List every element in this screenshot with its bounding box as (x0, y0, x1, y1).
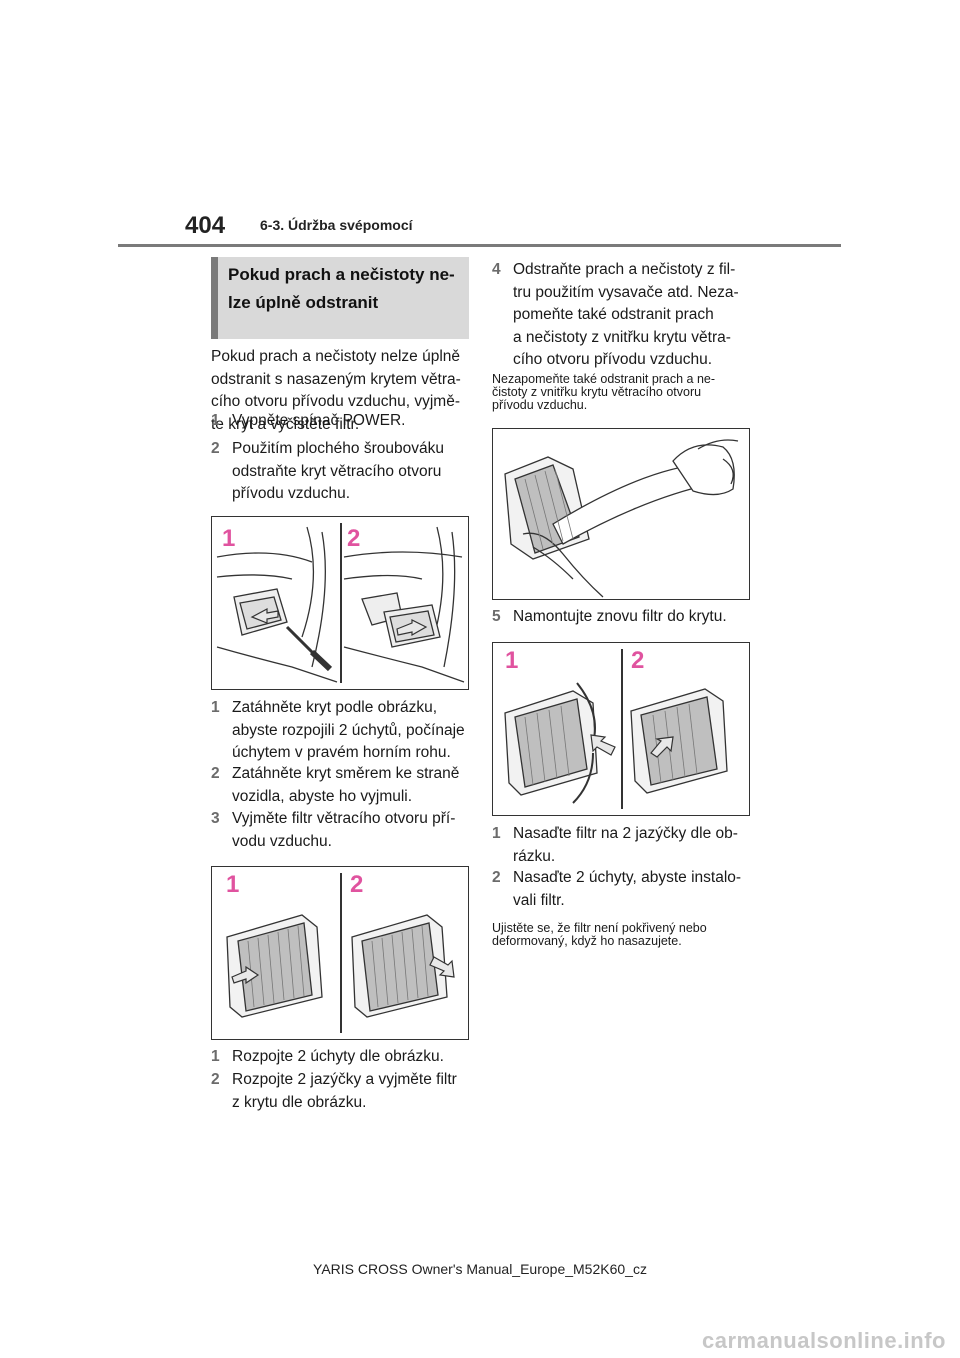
note-text: Ujistěte se, že filtr není pokřivený neb… (492, 922, 754, 948)
step-line: a nečistoty z vnitřku krytu větra- (513, 328, 731, 346)
step-number: 1 (211, 699, 220, 716)
filter-removal-illustration (226, 914, 455, 1018)
step-number: 4 (492, 261, 501, 278)
note-line: deformovaný, když ho nasazujete. (492, 934, 682, 948)
step-item: 1 Vypněte spínač POWER. (211, 410, 471, 433)
step-item: 1 Nasaďte filtr na 2 jazýčky dle ob- ráz… (492, 823, 754, 868)
step-line: Zatáhněte kryt směrem ke straně (232, 765, 460, 782)
step-line: vali filtr. (513, 891, 565, 909)
watermark: carmanualsonline.info (702, 1328, 946, 1353)
header-rule (118, 244, 841, 247)
figure-vacuum-cleaning (492, 428, 750, 600)
step-item: 4 Odstraňte prach a nečistoty z fil- tru… (492, 259, 754, 372)
step-line: cího otvoru přívodu vzduchu. (513, 351, 713, 368)
step-number: 3 (211, 810, 220, 827)
step-number: 2 (492, 869, 501, 886)
step-line: odstraňte kryt větracího otvoru (232, 462, 442, 480)
step-number: 5 (492, 608, 501, 625)
step-line: rázku. (513, 847, 556, 865)
figure-label-2: 2 (350, 871, 364, 898)
step-line: Namontujte znovu filtr do krytu. (513, 608, 727, 625)
heading-line-1: Pokud prach a nečistoty ne- (228, 265, 455, 284)
step-line: Nasaďte filtr na 2 jazýčky dle ob- (513, 825, 738, 842)
note-text: Nezapomeňte také odstranit prach a ne- č… (492, 373, 754, 412)
step-line: abyste rozpojili 2 úchytů, počínaje (232, 721, 465, 739)
filter-installation-illustration (504, 682, 728, 804)
figure-label-2: 2 (631, 647, 645, 674)
figure-label-1: 1 (226, 871, 240, 898)
note-line: přívodu vzduchu. (492, 398, 588, 412)
step-line: Vyjměte filtr větracího otvoru pří- (232, 810, 456, 827)
figure-filter-installation: 1 2 (492, 642, 750, 816)
step-item: 3 Vyjměte filtr větracího otvoru pří- vo… (211, 808, 473, 853)
step-number: 2 (211, 1071, 220, 1088)
step-number: 2 (211, 440, 220, 457)
section-title: 6-3. Údržba svépomocí (260, 217, 413, 233)
step-line: úchytem v pravém horním rohu. (232, 744, 451, 761)
step-line: Rozpojte 2 úchyty dle obrázku. (232, 1048, 444, 1065)
intro-paragraph: Pokud prach a nečistoty nelze úplně odst… (211, 346, 471, 436)
step-line: vozidla, abyste ho vyjmuli. (232, 787, 413, 805)
step-item: 2 Použitím plochého šroubováku odstraňte… (211, 438, 471, 506)
step-line: Zatáhněte kryt podle obrázku, (232, 699, 438, 716)
figure-cover-removal: 1 2 (211, 516, 469, 690)
cover-removal-illustration (216, 526, 465, 683)
step-line: přívodu vzduchu. (232, 485, 351, 502)
step-line: tru použitím vysavače atd. Neza- (513, 283, 739, 301)
figure-divider (621, 649, 623, 809)
section-heading-box: Pokud prach a nečistoty ne- lze úplně od… (211, 257, 469, 339)
figure-label-2: 2 (347, 525, 361, 552)
figure-filter-removal: 1 2 (211, 866, 469, 1040)
heading-line-2: lze úplně odstranit (228, 293, 379, 312)
step-line: Nasaďte 2 úchyty, abyste instalo- (513, 869, 742, 886)
step-line: z krytu dle obrázku. (232, 1093, 367, 1111)
step-line: Odstraňte prach a nečistoty z fil- (513, 261, 736, 278)
step-number: 2 (211, 765, 220, 782)
figure-label-1: 1 (505, 647, 519, 674)
vacuum-cleaning-illustration (504, 439, 739, 598)
note-line: Ujistěte se, že filtr není pokřivený neb… (492, 921, 707, 935)
step-line: Rozpojte 2 jazýčky a vyjměte filtr (232, 1071, 457, 1088)
intro-line: cího otvoru přívodu vzduchu, vyjmě- (211, 393, 460, 410)
note-line: Nezapomeňte také odstranit prach a ne- (492, 372, 716, 386)
intro-line: odstranit s nasazeným krytem větra- (211, 370, 461, 388)
step-number: 1 (492, 825, 501, 842)
step-line: pomeňte také odstranit prach (513, 306, 714, 323)
step-line: vodu vzduchu. (232, 832, 332, 850)
step-item: 2 Zatáhněte kryt směrem ke straně vozidl… (211, 763, 473, 808)
step-item: 1 Zatáhněte kryt podle obrázku, abyste r… (211, 697, 473, 765)
step-number: 1 (211, 412, 220, 429)
step-line: Použitím plochého šroubováku (232, 440, 444, 457)
step-number: 1 (211, 1048, 220, 1065)
step-item: 1 Rozpojte 2 úchyty dle obrázku. (211, 1046, 473, 1069)
step-line: Vypněte spínač POWER. (232, 412, 406, 429)
note-line: čistoty z vnitřku krytu větracího otvoru (492, 385, 702, 399)
intro-line: Pokud prach a nečistoty nelze úplně (211, 348, 461, 365)
figure-divider (340, 523, 342, 683)
step-item: 5 Namontujte znovu filtr do krytu. (492, 606, 754, 629)
step-item: 2 Rozpojte 2 jazýčky a vyjměte filtr z k… (211, 1069, 473, 1114)
figure-label-1: 1 (222, 525, 236, 552)
figure-divider (340, 873, 342, 1033)
page-number: 404 (185, 212, 226, 239)
step-item: 2 Nasaďte 2 úchyty, abyste instalo- vali… (492, 867, 754, 912)
intro-line: te kryt a vyčistěte filtr. (211, 415, 360, 433)
page-footer: YARIS CROSS Owner's Manual_Europe_M52K60… (313, 1261, 647, 1277)
